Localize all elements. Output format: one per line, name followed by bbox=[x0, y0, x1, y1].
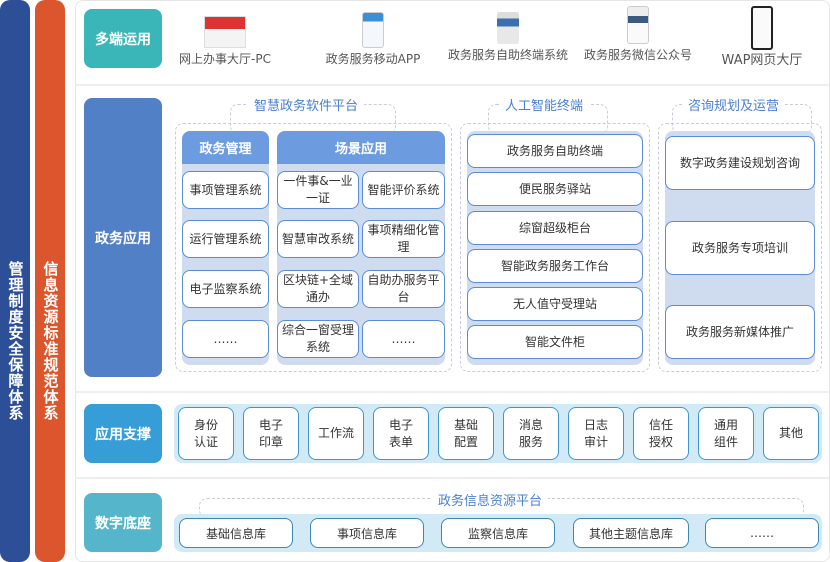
ai-item[interactable]: 便民服务驿站 bbox=[467, 172, 643, 206]
wap-phone-icon bbox=[697, 6, 827, 50]
scenario-item[interactable]: 综合一窗受理系统 bbox=[277, 320, 359, 358]
database-item[interactable]: 监察信息库 bbox=[441, 518, 555, 548]
kiosk-icon bbox=[443, 8, 573, 44]
ai-item[interactable]: 智能政务服务工作台 bbox=[467, 249, 643, 283]
row-label-multi-terminal: 多端运用 bbox=[84, 9, 162, 68]
row-label-support: 应用支撑 bbox=[84, 404, 162, 463]
support-item[interactable]: 电子印章 bbox=[243, 407, 299, 460]
gov-mgmt-item[interactable]: 事项管理系统 bbox=[182, 171, 269, 209]
terminal-label: 政务服务微信公众号 bbox=[583, 48, 692, 62]
terminal-app[interactable]: 政务服务移动APP bbox=[308, 8, 438, 66]
smart-platform-title: 智慧政务软件平台 bbox=[248, 95, 365, 114]
consulting-item[interactable]: 政务服务新媒体推广 bbox=[665, 305, 815, 359]
row-label-gov-app: 政务应用 bbox=[84, 98, 162, 377]
scenario-item[interactable]: 智慧审改系统 bbox=[277, 220, 359, 258]
divider bbox=[75, 84, 830, 86]
terminal-label: 政务服务自助终端系统 bbox=[447, 48, 568, 62]
gov-mgmt-item[interactable]: 电子监察系统 bbox=[182, 270, 269, 308]
database-item[interactable]: 事项信息库 bbox=[310, 518, 424, 548]
support-item[interactable]: 日志审计 bbox=[568, 407, 624, 460]
support-item[interactable]: 其他 bbox=[763, 407, 819, 460]
pc-portal-icon bbox=[160, 8, 290, 48]
terminal-wap[interactable]: WAP网页大厅 bbox=[697, 6, 827, 68]
consulting-title: 咨询规划及运营 bbox=[682, 95, 786, 114]
scenario-item[interactable]: …… bbox=[362, 320, 445, 358]
divider bbox=[75, 477, 830, 479]
ai-item[interactable]: 综窗超级柜台 bbox=[467, 211, 643, 245]
scenario-item[interactable]: 智能评价系统 bbox=[362, 171, 445, 209]
terminal-label: WAP网页大厅 bbox=[721, 53, 803, 68]
gov-mgmt-item[interactable]: …… bbox=[182, 320, 269, 358]
management-security-bar: 管理制度安全保障体系 bbox=[0, 0, 30, 562]
database-item[interactable]: 其他主题信息库 bbox=[573, 518, 689, 548]
support-item[interactable]: 身份认证 bbox=[178, 407, 234, 460]
consulting-panel bbox=[658, 123, 822, 372]
scenario-item[interactable]: 区块链+全域通办 bbox=[277, 270, 359, 308]
ai-terminal-panel bbox=[460, 123, 650, 372]
support-item[interactable]: 基础配置 bbox=[438, 407, 494, 460]
ai-item[interactable]: 智能文件柜 bbox=[467, 325, 643, 359]
database-item[interactable]: …… bbox=[705, 518, 819, 548]
ai-item[interactable]: 无人值守受理站 bbox=[467, 287, 643, 321]
consulting-item[interactable]: 数字政务建设规划咨询 bbox=[665, 136, 815, 190]
row-label-foundation: 数字底座 bbox=[84, 493, 162, 552]
scenario-item[interactable]: 自助办服务平台 bbox=[362, 270, 445, 308]
support-item[interactable]: 通用组件 bbox=[698, 407, 754, 460]
support-item[interactable]: 信任授权 bbox=[633, 407, 689, 460]
terminal-pc[interactable]: 网上办事大厅-PC bbox=[160, 8, 290, 66]
database-item[interactable]: 基础信息库 bbox=[179, 518, 293, 548]
scenario-item[interactable]: 一件事&一业一证 bbox=[277, 171, 359, 209]
smart-platform-panel bbox=[175, 123, 452, 372]
mobile-app-icon bbox=[308, 8, 438, 48]
terminal-kiosk[interactable]: 政务服务自助终端系统 bbox=[443, 8, 573, 62]
terminal-label: 政务服务移动APP bbox=[325, 52, 421, 66]
scenario-header: 场景应用 bbox=[277, 131, 445, 164]
consulting-item[interactable]: 政务服务专项培训 bbox=[665, 221, 815, 275]
support-item[interactable]: 电子表单 bbox=[373, 407, 429, 460]
terminal-wechat[interactable]: 政务服务微信公众号 bbox=[573, 6, 703, 62]
wechat-icon bbox=[573, 6, 703, 44]
ai-terminal-title: 人工智能终端 bbox=[499, 95, 590, 114]
divider bbox=[75, 391, 830, 393]
support-item[interactable]: 消息服务 bbox=[503, 407, 559, 460]
terminal-label: 网上办事大厅-PC bbox=[179, 52, 271, 66]
gov-mgmt-header: 政务管理 bbox=[182, 131, 269, 164]
foundation-platform-title: 政务信息资源平台 bbox=[432, 490, 549, 509]
support-item[interactable]: 工作流 bbox=[308, 407, 364, 460]
ai-item[interactable]: 政务服务自助终端 bbox=[467, 134, 643, 168]
scenario-item[interactable]: 事项精细化管理 bbox=[362, 220, 445, 258]
standards-bar: 信息资源标准规范体系 bbox=[35, 0, 65, 562]
gov-mgmt-item[interactable]: 运行管理系统 bbox=[182, 220, 269, 258]
